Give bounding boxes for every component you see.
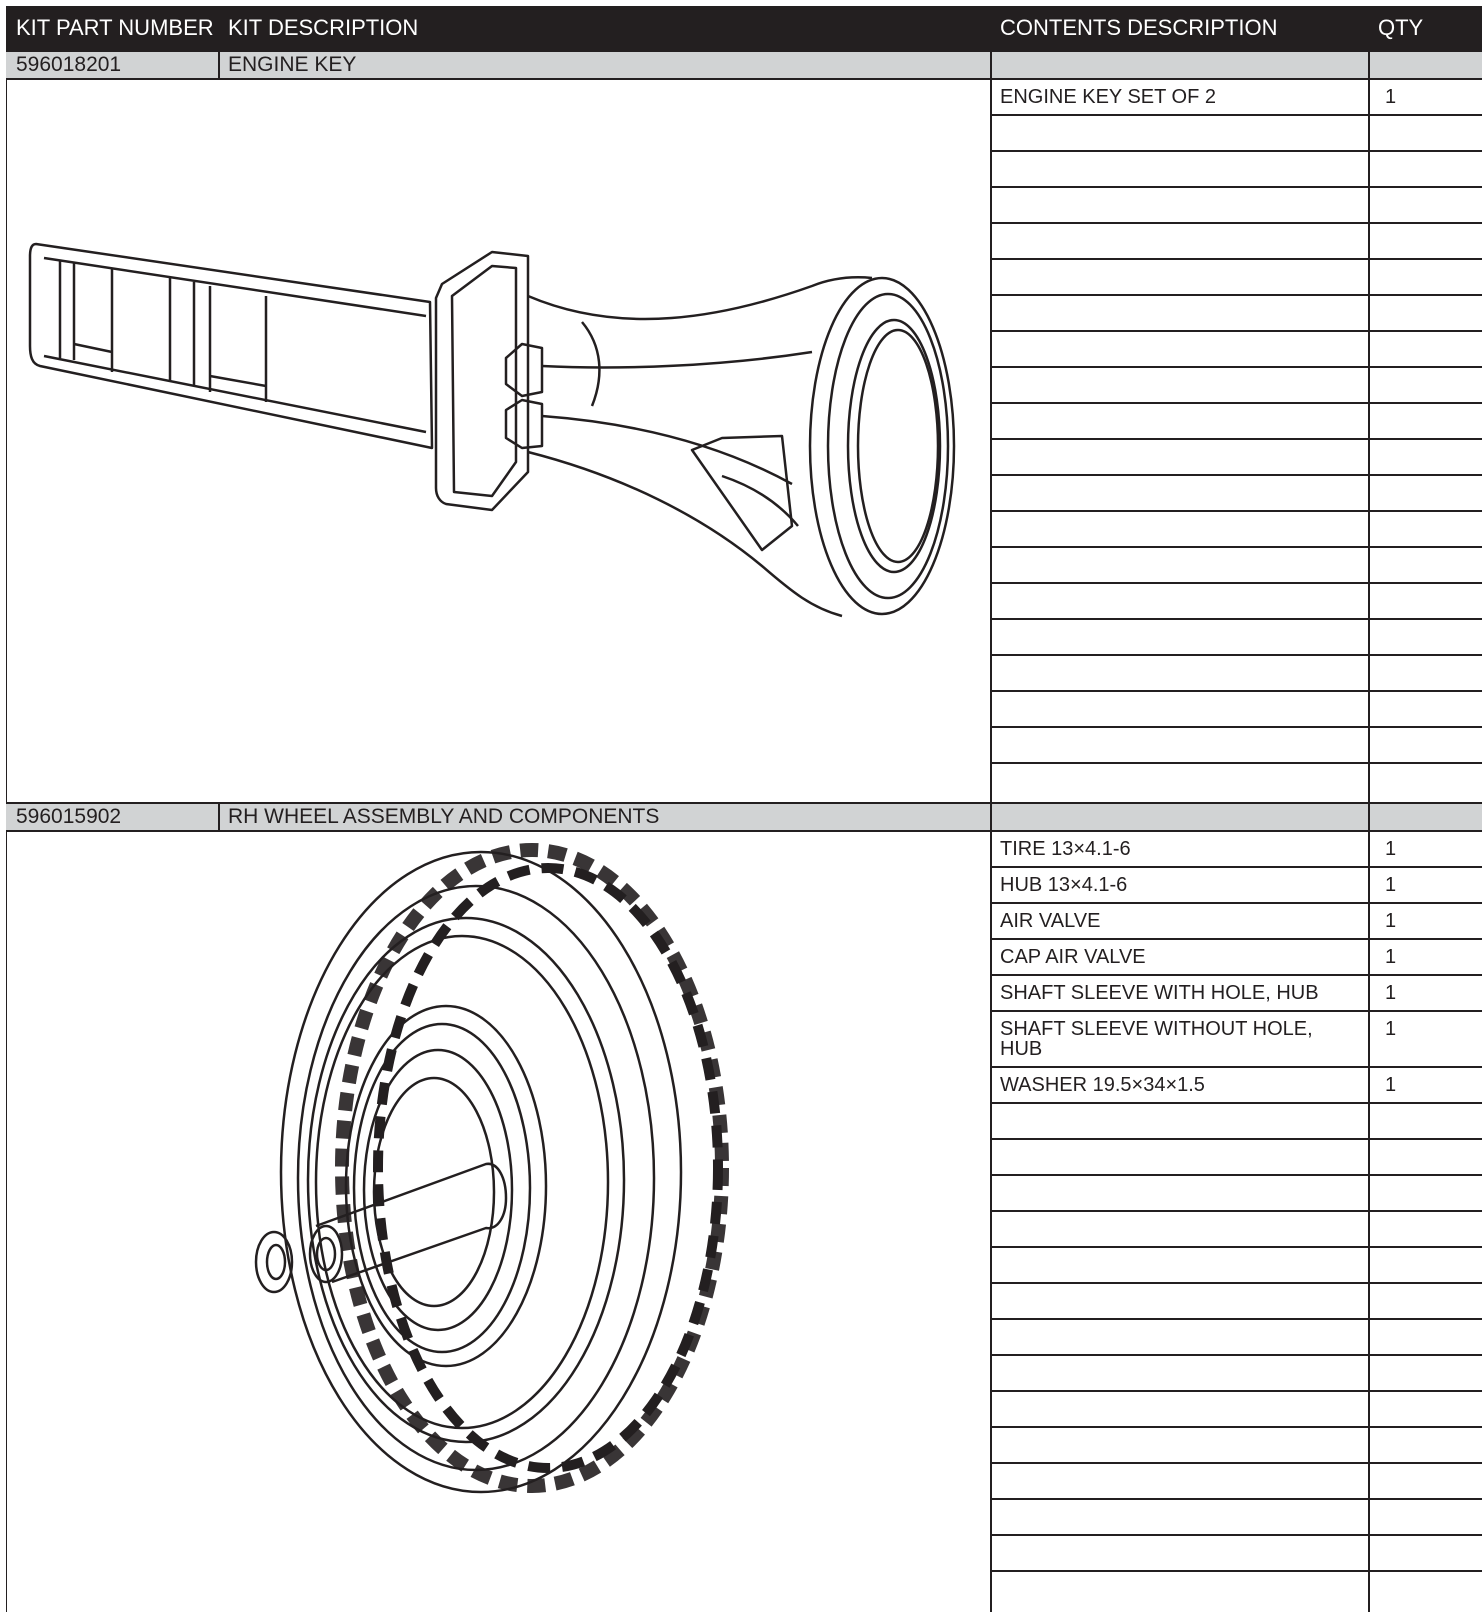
kit-row: 596015902 RH WHEEL ASSEMBLY AND COMPONEN… bbox=[6, 802, 1482, 832]
list-item bbox=[990, 1536, 1482, 1572]
list-item bbox=[990, 332, 1482, 368]
contents-description: AIR VALVE bbox=[1000, 910, 1101, 932]
list-item bbox=[990, 404, 1482, 440]
list-item bbox=[990, 152, 1482, 188]
list-item bbox=[990, 692, 1482, 728]
kit-description: RH WHEEL ASSEMBLY AND COMPONENTS bbox=[228, 805, 660, 828]
list-item bbox=[990, 1356, 1482, 1392]
parts-kit-table: KIT PART NUMBER KIT DESCRIPTION CONTENTS… bbox=[6, 6, 1482, 1612]
list-item bbox=[990, 1464, 1482, 1500]
list-item: WASHER 19.5×34×1.5 1 bbox=[990, 1068, 1482, 1104]
list-item: HUB 13×4.1-6 1 bbox=[990, 868, 1482, 904]
contents-qty: 1 bbox=[1385, 982, 1397, 1004]
list-item bbox=[990, 512, 1482, 548]
list-item: SHAFT SLEEVE WITHOUT HOLE, HUB 1 bbox=[990, 1012, 1482, 1068]
list-item bbox=[990, 1176, 1482, 1212]
kit-part-number: 596018201 bbox=[16, 53, 122, 76]
list-item: AIR VALVE 1 bbox=[990, 904, 1482, 940]
header-qty: QTY bbox=[1378, 15, 1424, 40]
contents-qty: 1 bbox=[1385, 1074, 1397, 1096]
column-divider bbox=[1368, 52, 1370, 78]
list-item: TIRE 13×4.1-6 1 bbox=[990, 832, 1482, 868]
engine-key-icon bbox=[28, 242, 956, 618]
list-item bbox=[990, 620, 1482, 656]
header-kit-part-number: KIT PART NUMBER bbox=[16, 15, 214, 40]
list-item bbox=[990, 548, 1482, 584]
list-item bbox=[990, 1284, 1482, 1320]
kit-part-number: 596015902 bbox=[16, 805, 122, 828]
kit-row: 596018201 ENGINE KEY bbox=[6, 50, 1482, 80]
column-divider bbox=[990, 804, 992, 830]
contents-qty: 1 bbox=[1385, 1018, 1397, 1040]
list-item bbox=[990, 656, 1482, 692]
contents-qty: 1 bbox=[1385, 946, 1397, 968]
list-item bbox=[990, 1500, 1482, 1536]
list-item bbox=[990, 584, 1482, 620]
wheel-assembly-icon bbox=[254, 843, 729, 1494]
contents-qty: 1 bbox=[1385, 838, 1397, 860]
contents-left-border bbox=[990, 832, 992, 1612]
list-item bbox=[990, 440, 1482, 476]
column-divider bbox=[218, 804, 220, 830]
contents-qty: 1 bbox=[1385, 86, 1397, 108]
column-divider bbox=[990, 52, 992, 78]
contents-description: CAP AIR VALVE bbox=[1000, 946, 1146, 968]
list-item bbox=[990, 1320, 1482, 1356]
list-item bbox=[990, 1248, 1482, 1284]
qty-left-border bbox=[1368, 80, 1370, 802]
list-item bbox=[990, 1572, 1482, 1612]
contents-description: SHAFT SLEEVE WITH HOLE, HUB bbox=[1000, 982, 1319, 1004]
list-item bbox=[990, 224, 1482, 260]
qty-left-border bbox=[1368, 832, 1370, 1612]
list-item bbox=[990, 368, 1482, 404]
contents-description: SHAFT SLEEVE WITHOUT HOLE, HUB bbox=[1000, 1018, 1313, 1060]
list-item: SHAFT SLEEVE WITH HOLE, HUB 1 bbox=[990, 976, 1482, 1012]
list-item: ENGINE KEY SET OF 2 1 bbox=[990, 80, 1482, 116]
list-item bbox=[990, 116, 1482, 152]
list-item bbox=[990, 1392, 1482, 1428]
contents-grid: ENGINE KEY SET OF 2 1 bbox=[990, 80, 1482, 802]
contents-left-border bbox=[990, 80, 992, 802]
contents-description: ENGINE KEY SET OF 2 bbox=[1000, 86, 1216, 108]
list-item bbox=[990, 1140, 1482, 1176]
list-item bbox=[990, 1428, 1482, 1464]
list-item bbox=[990, 476, 1482, 512]
column-divider bbox=[218, 52, 220, 78]
table-header: KIT PART NUMBER KIT DESCRIPTION CONTENTS… bbox=[6, 6, 1482, 50]
list-item bbox=[990, 296, 1482, 332]
contents-qty: 1 bbox=[1385, 874, 1397, 896]
header-contents-description: CONTENTS DESCRIPTION bbox=[1000, 15, 1278, 40]
kit-description: ENGINE KEY bbox=[228, 53, 357, 76]
list-item: CAP AIR VALVE 1 bbox=[990, 940, 1482, 976]
contents-qty: 1 bbox=[1385, 910, 1397, 932]
list-item bbox=[990, 1104, 1482, 1140]
list-item bbox=[990, 1212, 1482, 1248]
list-item bbox=[990, 188, 1482, 224]
header-kit-description: KIT DESCRIPTION bbox=[228, 15, 419, 40]
contents-description: TIRE 13×4.1-6 bbox=[1000, 838, 1131, 860]
list-item bbox=[990, 764, 1482, 802]
column-divider bbox=[1368, 804, 1370, 830]
contents-description: HUB 13×4.1-6 bbox=[1000, 874, 1128, 896]
contents-description: WASHER 19.5×34×1.5 bbox=[1000, 1074, 1205, 1096]
list-item bbox=[990, 260, 1482, 296]
list-item bbox=[990, 728, 1482, 764]
